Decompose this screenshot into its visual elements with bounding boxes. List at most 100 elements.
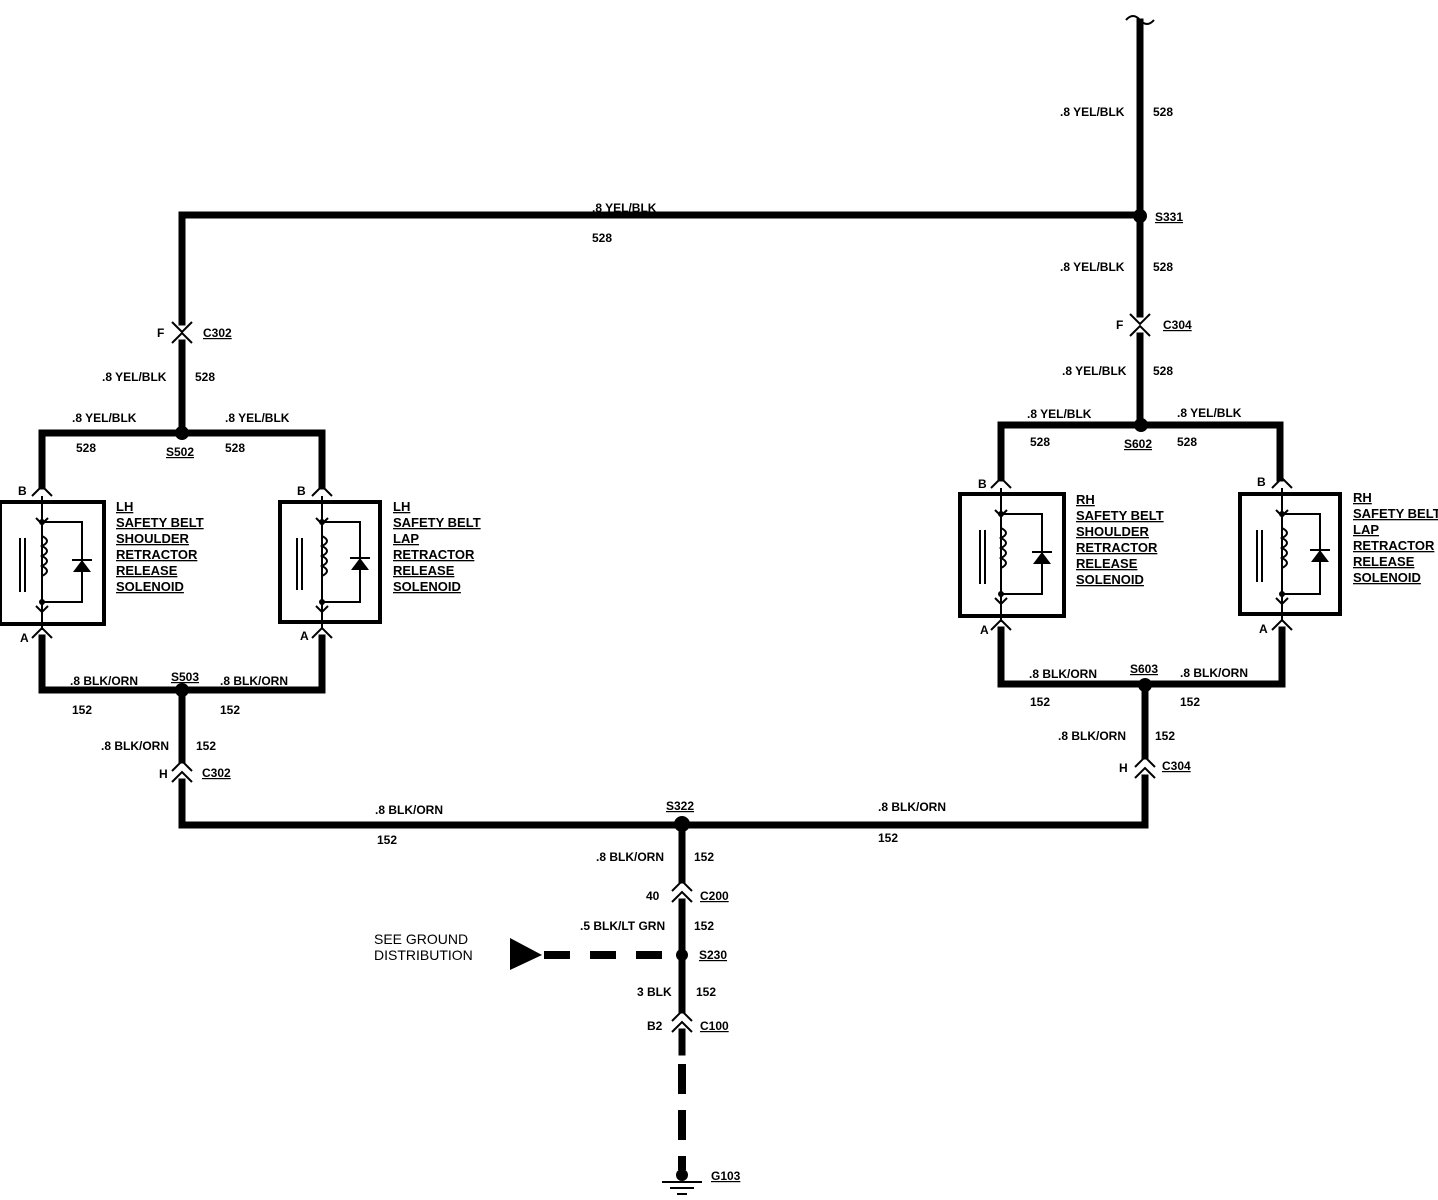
- splice-s602-label: S602: [1124, 437, 1152, 451]
- circuit-label: 528: [76, 441, 96, 455]
- component-label-line: RELEASE: [116, 563, 178, 578]
- c100-chevron-bottom: [671, 1020, 693, 1033]
- rh-lap-solenoid-box: [1238, 492, 1342, 616]
- c200-chevron-bottom: [671, 890, 693, 903]
- component-label-line: SAFETY BELT: [1353, 506, 1438, 521]
- circuit-label: 152: [220, 703, 240, 717]
- wire-color-label: .8 BLK/ORN: [1058, 729, 1126, 743]
- wire-color-label: .8 YEL/BLK: [592, 201, 657, 215]
- wire-528-lh-shoulder: [38, 429, 186, 490]
- connector-pin-b: B: [297, 484, 306, 498]
- rh-lap-b-chevron: [1271, 476, 1293, 489]
- wire-color-label: .8 BLK/ORN: [70, 674, 138, 688]
- wire-color-label: .8 YEL/BLK: [225, 411, 290, 425]
- connector-pin-b2: B2: [647, 1019, 663, 1033]
- ground-icon: [662, 1169, 702, 1195]
- circuit-label: 152: [196, 739, 216, 753]
- splice-s331-label: S331: [1155, 210, 1183, 224]
- component-label-line: RETRACTOR: [1076, 540, 1158, 555]
- wire-528-to-c302: [178, 211, 1144, 326]
- circuit-label: 152: [694, 850, 714, 864]
- connector-pin-f: F: [157, 326, 164, 340]
- component-label-line: RETRACTOR: [116, 547, 198, 562]
- wire-color-label: .8 BLK/ORN: [1180, 666, 1248, 680]
- wire-color-label: .8 YEL/BLK: [72, 411, 137, 425]
- lh-shoulder-solenoid: [0, 496, 106, 630]
- connector-c304-top-label: C304: [1163, 318, 1192, 332]
- component-label-line: RETRACTOR: [1353, 538, 1435, 553]
- wire-528-rh-shoulder: [997, 421, 1144, 482]
- splice-s503-label: S503: [171, 670, 199, 684]
- connector-pin-b: B: [18, 484, 27, 498]
- diode-icon: [1311, 550, 1329, 562]
- splice-dot-s503: [175, 683, 189, 697]
- c302-h-chevron-bottom: [171, 770, 193, 783]
- lh-lap-solenoid: [278, 496, 382, 628]
- c304-f-chevron-bottom: [1129, 324, 1151, 337]
- component-label-line: SHOULDER: [116, 531, 190, 546]
- lh-shoulder-solenoid-box: [0, 500, 106, 626]
- diode-icon: [73, 560, 91, 572]
- component-label-line: RELEASE: [393, 563, 455, 578]
- circuit-label: 528: [1153, 105, 1173, 119]
- connector-c302-bottom-label: C302: [202, 766, 231, 780]
- rh-shoulder-solenoid-box: [958, 492, 1066, 618]
- ground-g103-label: G103: [711, 1169, 741, 1183]
- wire-color-label: .8 BLK/ORN: [1029, 667, 1097, 681]
- splice-dot-s331: [1133, 209, 1147, 223]
- connector-chevrons: [31, 313, 1293, 1033]
- component-label-line: SAFETY BELT: [116, 515, 204, 530]
- component-label-line: SHOULDER: [1076, 524, 1150, 539]
- component-label-line: LAP: [1353, 522, 1379, 537]
- wire-color-label: .8 YEL/BLK: [1062, 364, 1127, 378]
- connector-pin-a: A: [1259, 622, 1268, 636]
- wire-color-label: .8 YEL/BLK: [1060, 260, 1125, 274]
- connector-pin-f: F: [1116, 318, 1123, 332]
- connector-pin-b: B: [1257, 475, 1266, 489]
- component-label-line: LH: [393, 499, 410, 514]
- component-label-line: SOLENOID: [1353, 570, 1421, 585]
- connector-pin-a: A: [980, 623, 989, 637]
- wire-break-symbol: [1125, 15, 1155, 25]
- circuit-label: 152: [1155, 729, 1175, 743]
- connector-pin-h: H: [159, 767, 168, 781]
- reference-ids: S331 S502 S503 S602 S603 S322 S230 C302 …: [18, 210, 1268, 1183]
- wire-color-label: .8 YEL/BLK: [1027, 407, 1092, 421]
- connector-c100-label: C100: [700, 1019, 729, 1033]
- circuit-label: 528: [592, 231, 612, 245]
- wire-color-label: .8 YEL/BLK: [102, 370, 167, 384]
- splice-dot-s603: [1138, 678, 1152, 692]
- circuit-label: 528: [195, 370, 215, 384]
- component-label-line: RELEASE: [1353, 554, 1415, 569]
- splice-s502-label: S502: [166, 445, 194, 459]
- splice-dots: [175, 209, 1152, 961]
- circuit-label: 152: [694, 919, 714, 933]
- wire-color-label: .8 BLK/ORN: [101, 739, 169, 753]
- circuit-label: 528: [1030, 435, 1050, 449]
- splice-s230-label: S230: [699, 948, 727, 962]
- circuit-label: 528: [1177, 435, 1197, 449]
- connector-pin-h: H: [1119, 761, 1128, 775]
- lh-shoulder-b-chevron: [31, 484, 53, 497]
- wire-color-label: 3 BLK: [637, 985, 672, 999]
- wire-528-rh-lap: [1136, 421, 1284, 482]
- lh-lap-solenoid-box: [278, 500, 382, 624]
- component-label-line: RH: [1076, 492, 1095, 507]
- lh-lap-b-chevron: [311, 484, 333, 497]
- rh-shoulder-solenoid: [958, 488, 1066, 622]
- circuit-label: 152: [696, 985, 716, 999]
- wire-color-label: .8 BLK/ORN: [596, 850, 664, 864]
- connector-c200-label: C200: [700, 889, 729, 903]
- component-label-line: SOLENOID: [393, 579, 461, 594]
- component-label-line: RETRACTOR: [393, 547, 475, 562]
- circuit-label: 152: [72, 703, 92, 717]
- circuit-label: 528: [225, 441, 245, 455]
- component-label-line: SOLENOID: [116, 579, 184, 594]
- c304-h-chevron-top: [1134, 755, 1156, 768]
- connector-pin-a: A: [20, 631, 29, 645]
- splice-s603-label: S603: [1130, 662, 1158, 676]
